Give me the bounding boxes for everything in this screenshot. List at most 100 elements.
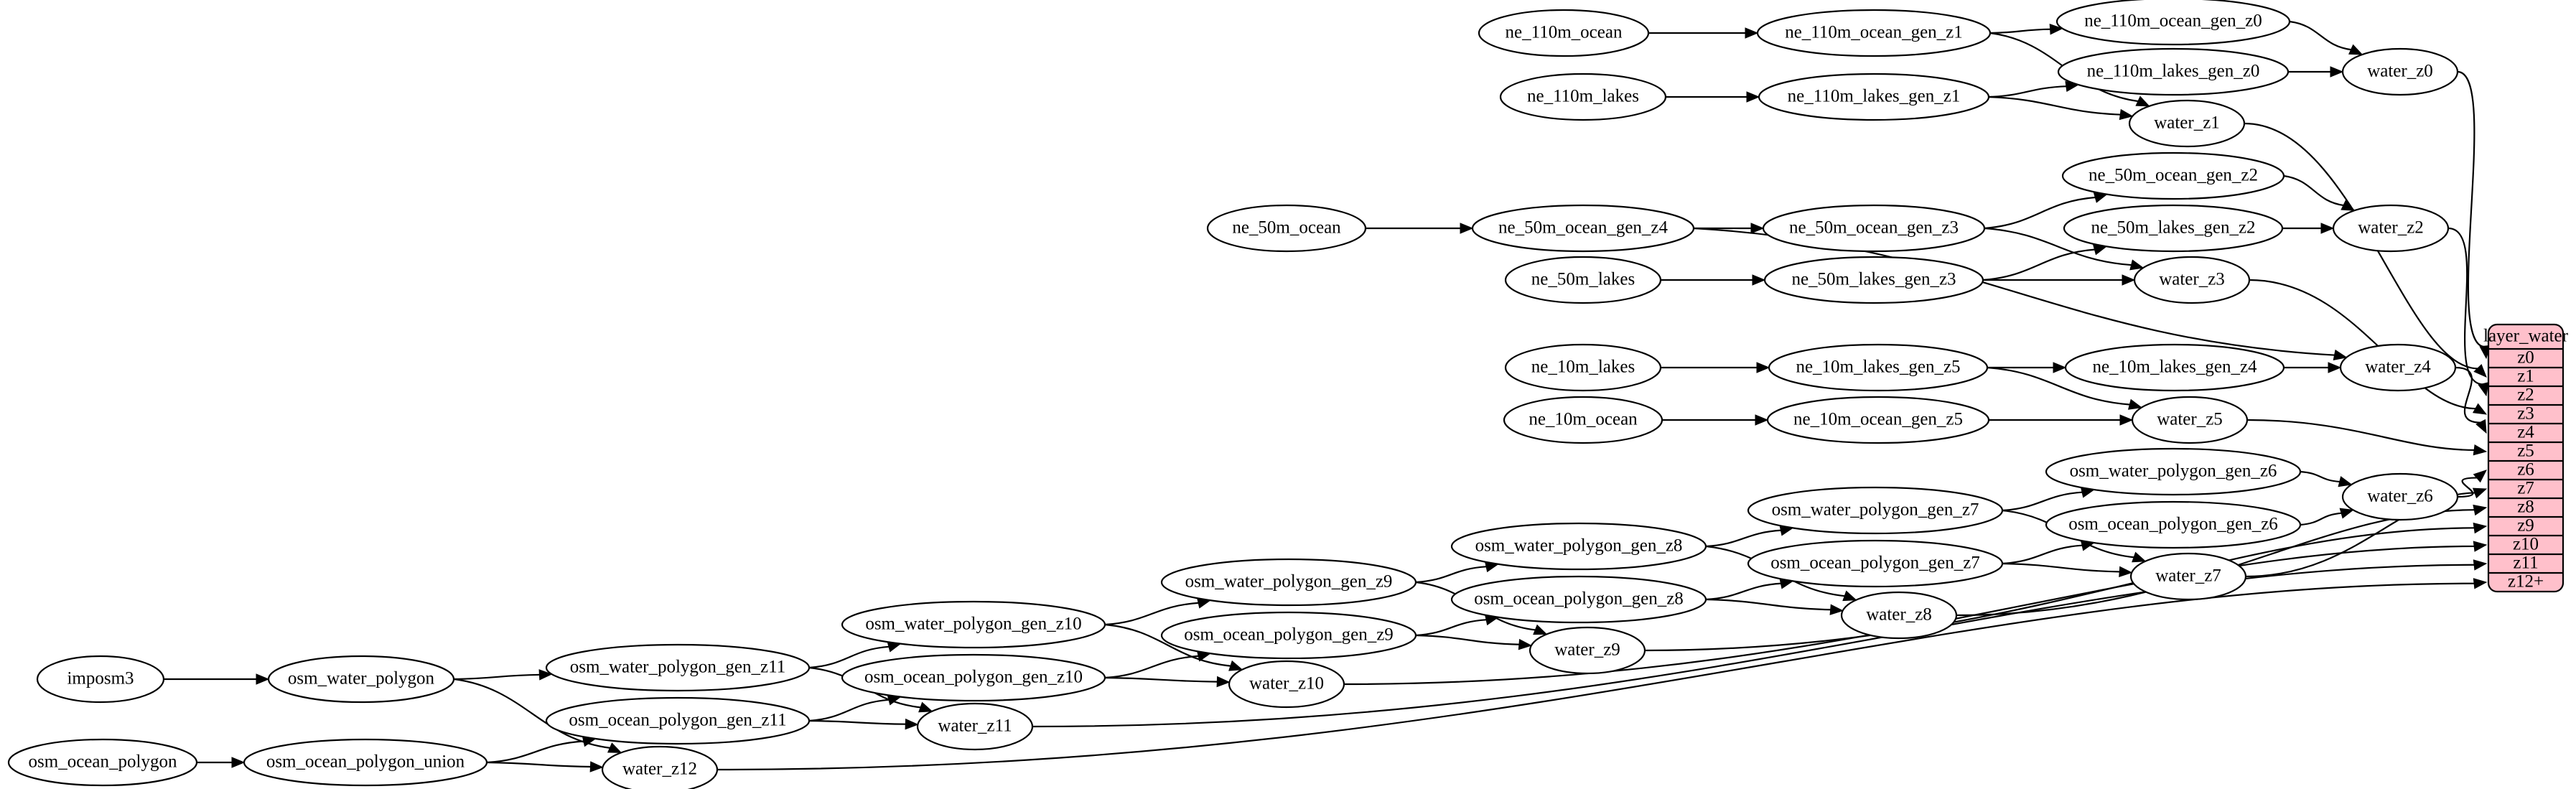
edge-osm_water_polygon_gen_z9-to-osm_water_polygon_gen_z8 <box>1415 561 1499 584</box>
edge-line <box>453 673 541 681</box>
node-ne_110m_lakes_gen_z1[interactable]: ne_110m_lakes_gen_z1 <box>1758 73 1990 121</box>
edge-line <box>1415 634 1520 645</box>
node-shape <box>2341 47 2459 96</box>
edge-line <box>1988 95 2122 116</box>
node-ne_10m_ocean_gen_z5[interactable]: ne_10m_ocean_gen_z5 <box>1766 396 1990 444</box>
edge-line <box>1705 582 1782 601</box>
node-ne_110m_ocean_gen_z1[interactable]: ne_110m_ocean_gen_z1 <box>1756 9 1992 57</box>
node-water_z10[interactable]: water_z10 <box>1228 660 1345 709</box>
node-water_z7[interactable]: water_z7 <box>2129 552 2247 601</box>
edge-ne_10m_ocean_gen_z5-to-water_z5 <box>1989 414 2134 426</box>
edge-arrowhead <box>1745 27 1759 39</box>
node-water_z9[interactable]: water_z9 <box>1529 626 1646 675</box>
node-shape <box>2064 343 2285 392</box>
node-water_z0[interactable]: water_z0 <box>2341 47 2459 96</box>
edge-osm_ocean_polygon_gen_z8-to-osm_ocean_polygon_gen_z7 <box>1705 578 1794 601</box>
node-shape <box>1758 73 1990 121</box>
edge-ne_10m_lakes-to-ne_10m_lakes_gen_z5 <box>1661 362 1770 373</box>
node-water_z4[interactable]: water_z4 <box>2339 343 2457 392</box>
node-shape <box>2131 396 2249 444</box>
node-ne_10m_lakes[interactable]: ne_10m_lakes <box>1504 343 1662 392</box>
edge-arrowhead <box>2129 259 2145 271</box>
node-ne_110m_lakes_gen_z0[interactable]: ne_110m_lakes_gen_z0 <box>2057 47 2290 96</box>
node-osm_ocean_polygon_gen_z8[interactable]: osm_ocean_polygon_gen_z8 <box>1450 575 1707 624</box>
node-ne_50m_lakes[interactable]: ne_50m_lakes <box>1504 256 1662 304</box>
node-ne_50m_ocean[interactable]: ne_50m_ocean <box>1206 204 1367 253</box>
edge-ne_50m_ocean_gen_z3-to-water_z3 <box>1984 227 2145 271</box>
record-node-layer-water[interactable]: layer_waterz0z1z2z3z4z5z6z7z8z9z10z11z12… <box>2483 323 2569 593</box>
node-ne_10m_lakes_gen_z5[interactable]: ne_10m_lakes_gen_z5 <box>1768 343 1989 392</box>
node-water_z6[interactable]: water_z6 <box>2341 472 2459 521</box>
node-shape <box>1840 591 1958 640</box>
node-water_z11[interactable]: water_z11 <box>916 702 1034 751</box>
node-ne_50m_lakes_gen_z3[interactable]: ne_50m_lakes_gen_z3 <box>1763 256 1984 304</box>
edge-osm_water_polygon_gen_z6-to-water_z6 <box>2300 470 2353 487</box>
edge-ne_50m_lakes_gen_z3-to-water_z3 <box>1983 274 2136 286</box>
node-ne_50m_ocean_gen_z4[interactable]: ne_50m_ocean_gen_z4 <box>1471 204 1695 253</box>
edge-line <box>2249 279 2477 410</box>
node-osm_water_polygon[interactable]: osm_water_polygon <box>267 655 455 704</box>
node-osm_ocean_polygon_gen_z6[interactable]: osm_ocean_polygon_gen_z6 <box>2045 500 2302 549</box>
node-osm_ocean_polygon_gen_z9[interactable]: osm_ocean_polygon_gen_z9 <box>1160 611 1417 660</box>
edge-line <box>2002 562 2121 573</box>
edge-arrowhead <box>2119 414 2134 426</box>
node-shape <box>2055 0 2291 46</box>
node-water_z8[interactable]: water_z8 <box>1840 591 1958 640</box>
node-ne_110m_lakes[interactable]: ne_110m_lakes <box>1499 73 1667 121</box>
node-shape <box>2339 343 2457 392</box>
node-ne_110m_ocean[interactable]: ne_110m_ocean <box>1478 9 1650 57</box>
edge-osm_water_polygon_gen_z8-to-osm_water_polygon_gen_z7 <box>1705 525 1794 548</box>
node-imposm3[interactable]: imposm3 <box>36 655 165 704</box>
edge-arrowhead <box>2473 541 2488 552</box>
edge-ne_50m_lakes-to-ne_50m_lakes_gen_z3 <box>1661 274 1766 286</box>
node-water_z3[interactable]: water_z3 <box>2133 256 2251 304</box>
node-ne_10m_ocean[interactable]: ne_10m_ocean <box>1503 396 1663 444</box>
record-background <box>2487 323 2565 593</box>
node-osm_water_polygon_gen_z11[interactable]: osm_water_polygon_gen_z11 <box>545 643 811 692</box>
node-osm_ocean_polygon_gen_z11[interactable]: osm_ocean_polygon_gen_z11 <box>545 696 811 745</box>
node-osm_ocean_polygon_union[interactable]: osm_ocean_polygon_union <box>243 738 488 787</box>
node-shape <box>1503 396 1663 444</box>
node-osm_water_polygon_gen_z8[interactable]: osm_water_polygon_gen_z8 <box>1450 522 1707 571</box>
node-osm_water_polygon_gen_z6[interactable]: osm_water_polygon_gen_z6 <box>2045 447 2302 496</box>
node-ne_50m_ocean_gen_z2[interactable]: ne_50m_ocean_gen_z2 <box>2061 151 2285 200</box>
node-water_z12[interactable]: water_z12 <box>601 745 719 789</box>
edge-line <box>2289 20 2352 51</box>
node-shape <box>2045 500 2302 549</box>
edge-line <box>1104 623 1232 667</box>
edge-line <box>1987 366 2131 406</box>
node-shape <box>2332 204 2450 253</box>
node-ne_10m_lakes_gen_z4[interactable]: ne_10m_lakes_gen_z4 <box>2064 343 2285 392</box>
edge-ne_110m_lakes_gen_z1-to-water_z1 <box>1988 95 2134 121</box>
edge-water_z12-to-layer-water-z12+ <box>717 578 2488 771</box>
node-shape <box>916 702 1034 751</box>
edge-line <box>1415 566 1488 584</box>
edge-line <box>2457 70 2486 348</box>
edge-ne_50m_ocean-to-ne_50m_ocean_gen_z4 <box>1366 223 1474 234</box>
node-ne_50m_lakes_gen_z2[interactable]: ne_50m_lakes_gen_z2 <box>2063 204 2284 253</box>
node-water_z1[interactable]: water_z1 <box>2128 99 2246 148</box>
node-osm_ocean_polygon[interactable]: osm_ocean_polygon <box>7 738 198 787</box>
node-shape <box>601 745 719 789</box>
node-ne_50m_ocean_gen_z3[interactable]: ne_50m_ocean_gen_z3 <box>1762 204 1986 253</box>
node-osm_ocean_polygon_gen_z10[interactable]: osm_ocean_polygon_gen_z10 <box>841 653 1106 702</box>
node-shape <box>1160 611 1417 660</box>
node-water_z2[interactable]: water_z2 <box>2332 204 2450 253</box>
edge-line <box>2300 512 2343 526</box>
node-osm_water_polygon_gen_z10[interactable]: osm_water_polygon_gen_z10 <box>841 600 1106 649</box>
edge-arrowhead <box>1829 604 1844 615</box>
edge-water_z10-to-layer-water-z10 <box>1343 541 2488 686</box>
edge-line <box>2002 544 2083 565</box>
node-osm_ocean_polygon_gen_z7[interactable]: osm_ocean_polygon_gen_z7 <box>1747 539 2004 588</box>
edge-line <box>1104 676 1218 683</box>
node-osm_water_polygon_gen_z9[interactable]: osm_water_polygon_gen_z9 <box>1160 558 1417 607</box>
node-osm_water_polygon_gen_z7[interactable]: osm_water_polygon_gen_z7 <box>1747 486 2004 535</box>
edge-line <box>808 645 890 669</box>
edge-arrowhead <box>1460 223 1474 234</box>
node-ne_110m_ocean_gen_z0[interactable]: ne_110m_ocean_gen_z0 <box>2055 0 2291 46</box>
node-shape <box>2045 447 2302 496</box>
node-water_z5[interactable]: water_z5 <box>2131 396 2249 444</box>
edge-arrowhead <box>2338 476 2353 487</box>
edge-line <box>1705 529 1782 548</box>
edge-arrowhead <box>2473 522 2488 534</box>
